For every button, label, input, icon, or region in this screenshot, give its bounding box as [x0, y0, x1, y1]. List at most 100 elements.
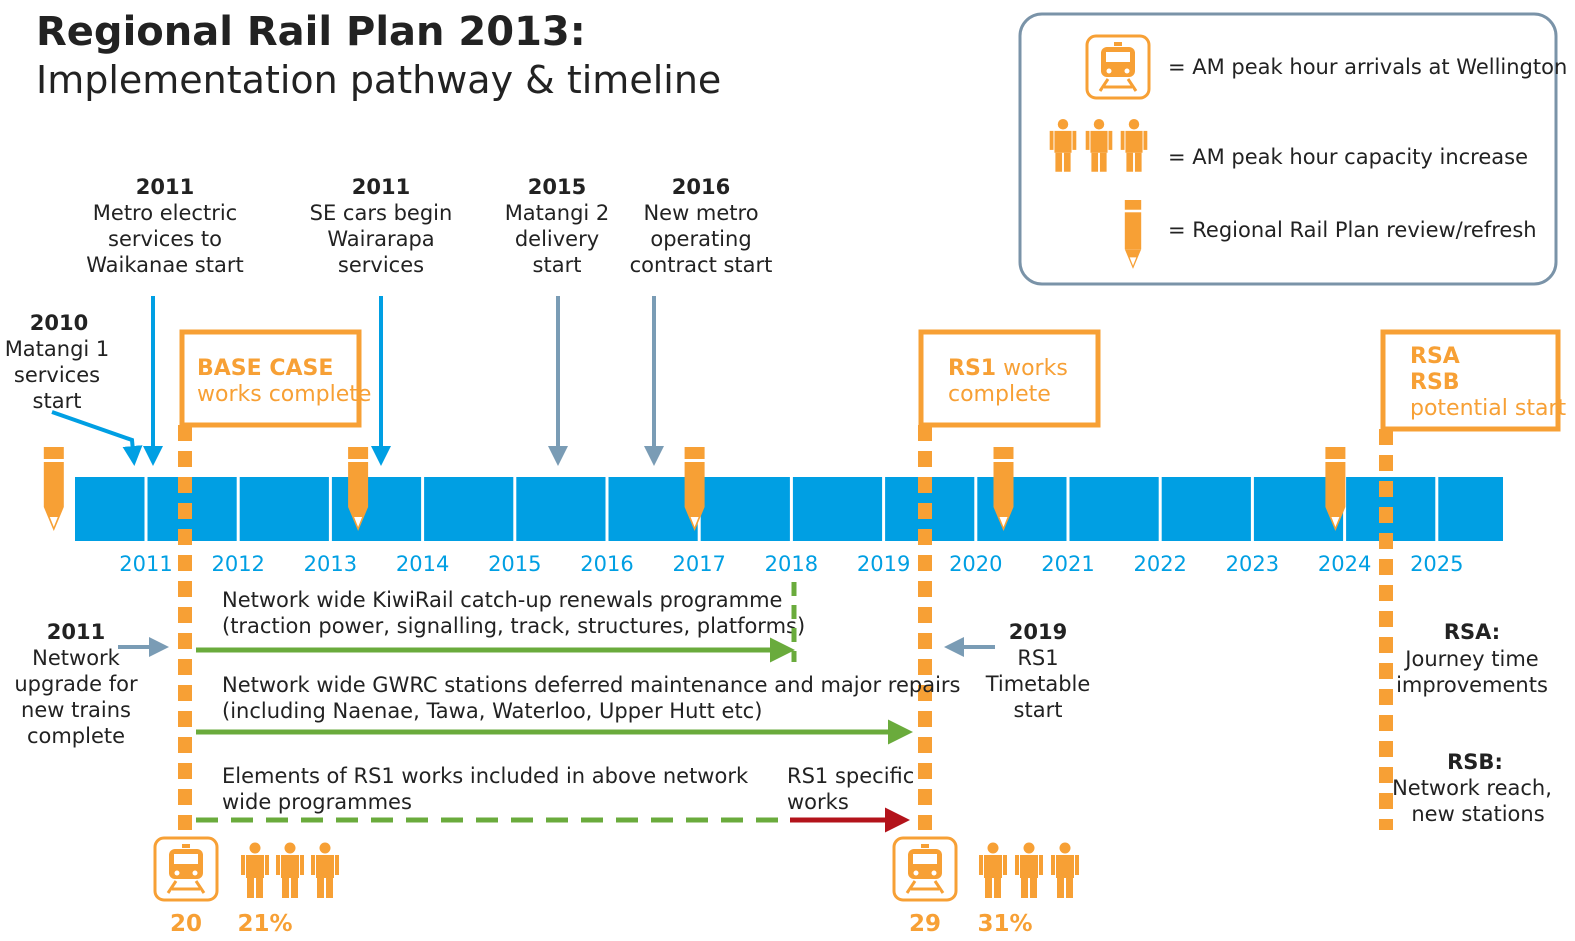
programme-rs1-specific: RS1 specific works: [787, 764, 914, 833]
event-line: services: [338, 253, 424, 277]
event-year: 2011: [136, 175, 194, 199]
event-year: 2010: [30, 311, 88, 335]
year-label: 2023: [1226, 552, 1279, 576]
year-label: 2018: [765, 552, 818, 576]
train-icon: [892, 836, 958, 902]
flag-base-case: BASE CASE works complete: [178, 329, 371, 830]
capacity-value: 21%: [237, 911, 292, 937]
programme-line: Elements of RS1 works included in above …: [222, 764, 749, 788]
event-year: 2015: [528, 175, 586, 199]
event-line: new trains: [21, 698, 131, 722]
train-icon: [153, 836, 219, 902]
event-line: services: [14, 363, 100, 387]
event-line: Timetable: [985, 672, 1091, 696]
legend-arrivals-text: = AM peak hour arrivals at Wellington: [1168, 55, 1567, 79]
event-year: 2019: [1009, 620, 1067, 644]
year-label: 2020: [949, 552, 1002, 576]
page-subtitle: Implementation pathway & timeline: [36, 58, 721, 102]
legend-train-icon: [1085, 34, 1151, 100]
legend: = AM peak hour arrivals at Wellington = …: [1018, 12, 1567, 286]
year-label: 2011: [119, 552, 172, 576]
event-line: start: [533, 253, 582, 277]
programme-line: Network wide KiwiRail catch-up renewals …: [222, 588, 782, 612]
year-label: 2021: [1041, 552, 1094, 576]
year-label: 2016: [580, 552, 633, 576]
year-label: 2019: [857, 552, 910, 576]
person-icon: [979, 842, 1007, 898]
flag-title: RSB: [1410, 370, 1460, 395]
event-line: RS1: [1017, 646, 1058, 670]
person-icon: [311, 842, 339, 898]
flag-title: RS1 works: [948, 356, 1068, 381]
person-icon: [1015, 842, 1043, 898]
rs1-stats: 29 31%: [892, 836, 1079, 937]
pencil-icon: [43, 447, 64, 531]
event-2015: 2015 Matangi 2 delivery start: [505, 175, 610, 466]
event-line: Matangi 1: [5, 337, 110, 361]
legend-review-text: = Regional Rail Plan review/refresh: [1168, 218, 1537, 242]
programme-line: Network wide GWRC stations deferred main…: [222, 673, 960, 697]
event-line: SE cars begin: [310, 201, 453, 225]
timeline-bar: [75, 477, 1503, 541]
event-line: Metro electric: [93, 201, 237, 225]
event-line: start: [33, 389, 82, 413]
flag-subtitle: works complete: [197, 382, 371, 407]
event-line: complete: [27, 724, 125, 748]
event-line: upgrade for: [14, 672, 138, 696]
year-label: 2013: [304, 552, 357, 576]
event-2016: 2016 New metro operating contract start: [630, 175, 773, 466]
year-label: 2015: [488, 552, 541, 576]
event-line: operating: [650, 227, 751, 251]
year-label: 2012: [211, 552, 264, 576]
programme-line: works: [787, 790, 849, 814]
flag-title: RSA: [1410, 344, 1460, 369]
arrivals-value: 29: [909, 911, 941, 937]
event-year: 2011: [47, 620, 105, 644]
event-line: delivery: [515, 227, 599, 251]
person-icon: [1051, 842, 1079, 898]
scenario-line: new stations: [1411, 802, 1544, 826]
year-label: 2022: [1133, 552, 1186, 576]
year-label: 2017: [672, 552, 725, 576]
event-line: Matangi 2: [505, 201, 610, 225]
event-2011-se-cars: 2011 SE cars begin Wairarapa services: [310, 175, 453, 466]
event-line: New metro: [643, 201, 758, 225]
page-title: Regional Rail Plan 2013:: [36, 9, 586, 55]
capacity-value: 31%: [977, 911, 1032, 937]
year-label: 2025: [1410, 552, 1463, 576]
scenario-line: Journey time: [1403, 647, 1538, 671]
event-2011-metro-electric: 2011 Metro electric services to Waikanae…: [86, 175, 244, 466]
programme-rs1-elements: Elements of RS1 works included in above …: [196, 764, 786, 823]
event-line: start: [1014, 698, 1063, 722]
arrivals-value: 20: [170, 911, 202, 937]
programme-gwrc: Network wide GWRC stations deferred main…: [196, 673, 960, 745]
programme-line: RS1 specific: [787, 764, 914, 788]
flag-title: BASE CASE: [197, 356, 333, 381]
programme-line: (including Naenae, Tawa, Waterloo, Upper…: [222, 699, 762, 723]
scenario-line: Network reach,: [1392, 776, 1552, 800]
programme-line: (traction power, signalling, track, stru…: [222, 614, 805, 638]
programme-kiwirail: Network wide KiwiRail catch-up renewals …: [196, 582, 805, 663]
event-line: contract start: [630, 253, 773, 277]
event-year: 2011: [352, 175, 410, 199]
flag-rs1: RS1 works complete: [918, 329, 1101, 830]
event-line: Network: [32, 646, 121, 670]
event-line: Wairarapa: [327, 227, 434, 251]
event-2010: 2010 Matangi 1 services start: [5, 311, 143, 466]
event-line: services to: [108, 227, 222, 251]
person-icon: [241, 842, 269, 898]
year-label: 2024: [1318, 552, 1371, 576]
scenario-label: RSB:: [1447, 750, 1503, 774]
flag-subtitle: complete: [948, 382, 1051, 407]
legend-capacity-text: = AM peak hour capacity increase: [1168, 145, 1528, 169]
flag-rsa-rsb: RSA RSB potential start: [1379, 329, 1566, 830]
person-icon: [276, 842, 304, 898]
programme-line: wide programmes: [222, 790, 412, 814]
event-line: Waikanae start: [86, 253, 243, 277]
event-2019-rs1-timetable: 2019 RS1 Timetable start: [944, 620, 1091, 722]
scenario-label: RSA:: [1444, 620, 1500, 644]
scenario-rsa: RSA: Journey time improvements: [1396, 620, 1548, 697]
scenario-rsb: RSB: Network reach, new stations: [1392, 750, 1552, 826]
event-2011-network-upgrade: 2011 Network upgrade for new trains comp…: [14, 620, 169, 748]
